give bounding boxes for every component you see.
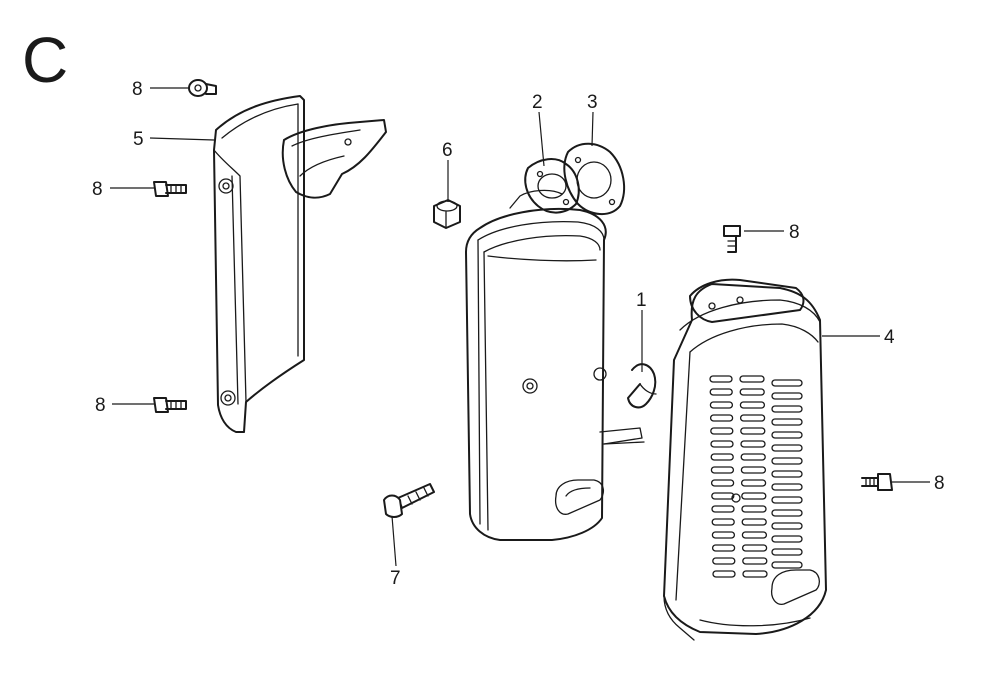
louver-slot xyxy=(771,418,803,426)
louver-slot xyxy=(709,401,734,409)
louver-slot xyxy=(771,405,803,413)
louver-slot xyxy=(739,414,766,422)
callout-1: 1 xyxy=(636,290,647,311)
louver-slot xyxy=(711,531,736,539)
louver-slots xyxy=(709,375,803,578)
louver-slot xyxy=(739,401,766,409)
gasket-part-3 xyxy=(563,142,626,215)
louver-slot xyxy=(710,440,734,448)
section-letter: C xyxy=(22,24,68,96)
louver-slot xyxy=(711,505,735,513)
callout-8-top-right: 8 xyxy=(789,222,800,243)
louver-slot xyxy=(771,444,803,452)
gasket-part-2 xyxy=(524,158,580,214)
louver-slot xyxy=(771,470,803,478)
callout-6: 6 xyxy=(442,140,453,161)
screw-part-8-top-right xyxy=(723,225,741,253)
louver-slot xyxy=(710,427,734,435)
louver-slot xyxy=(710,453,734,461)
louver-slot xyxy=(771,431,803,439)
screw-part-8-left-upper xyxy=(153,181,187,197)
louver-slot xyxy=(710,466,735,474)
louver-slot xyxy=(711,544,736,552)
screw-part-8-left-lower xyxy=(153,397,187,413)
callout-7: 7 xyxy=(390,568,401,589)
louver-slot xyxy=(740,440,766,448)
louver-slot xyxy=(771,535,803,543)
callout-5: 5 xyxy=(133,129,144,150)
louver-slot xyxy=(711,492,735,500)
callout-8-top-left: 8 xyxy=(132,79,143,100)
louver-slot xyxy=(741,531,768,539)
louver-slot xyxy=(771,561,803,569)
louver-slot xyxy=(742,570,768,578)
louver-slot xyxy=(741,492,767,500)
callout-8-left-lower: 8 xyxy=(95,395,106,416)
louver-slot xyxy=(711,518,735,526)
louver-slot xyxy=(741,505,767,513)
bolt-part-7 xyxy=(383,483,435,518)
callout-3: 3 xyxy=(587,92,598,113)
louver-slot xyxy=(740,466,767,474)
muffler-cover-part-4 xyxy=(663,278,827,641)
leader-lines xyxy=(110,87,930,567)
callout-8-right: 8 xyxy=(934,473,945,494)
louver-slot xyxy=(712,570,736,578)
louver-slot xyxy=(710,479,735,487)
louver-slot xyxy=(709,414,734,422)
louver-slot xyxy=(771,509,803,517)
louver-slot xyxy=(771,457,803,465)
louver-slot xyxy=(739,375,765,383)
louver-slot xyxy=(771,392,803,400)
louver-slot xyxy=(771,496,803,504)
louver-slot xyxy=(739,388,765,396)
callout-8-left-upper: 8 xyxy=(92,179,103,200)
callout-2: 2 xyxy=(532,92,543,113)
clip-part-1 xyxy=(627,363,657,409)
louver-slot xyxy=(741,544,768,552)
screw-part-8-top-left xyxy=(188,79,217,97)
louver-slot xyxy=(771,379,803,387)
louver-slot xyxy=(771,522,803,530)
louver-slot xyxy=(740,453,766,461)
louver-slot xyxy=(709,388,733,396)
louver-slot xyxy=(740,479,767,487)
louver-slot xyxy=(709,375,733,383)
louver-slot xyxy=(741,518,767,526)
louver-slot xyxy=(771,483,803,491)
callout-labels: 8 5 8 8 6 2 3 8 1 4 8 7 xyxy=(92,79,945,589)
nut-part-6 xyxy=(433,199,461,229)
louver-slot xyxy=(740,427,766,435)
louver-slot xyxy=(771,548,803,556)
louver-slot xyxy=(742,557,768,565)
callout-4: 4 xyxy=(884,327,895,348)
muffler-body xyxy=(465,189,645,541)
muffler-protector-part-5 xyxy=(213,95,387,433)
screw-part-8-right xyxy=(861,473,893,491)
louver-slot xyxy=(712,557,736,565)
